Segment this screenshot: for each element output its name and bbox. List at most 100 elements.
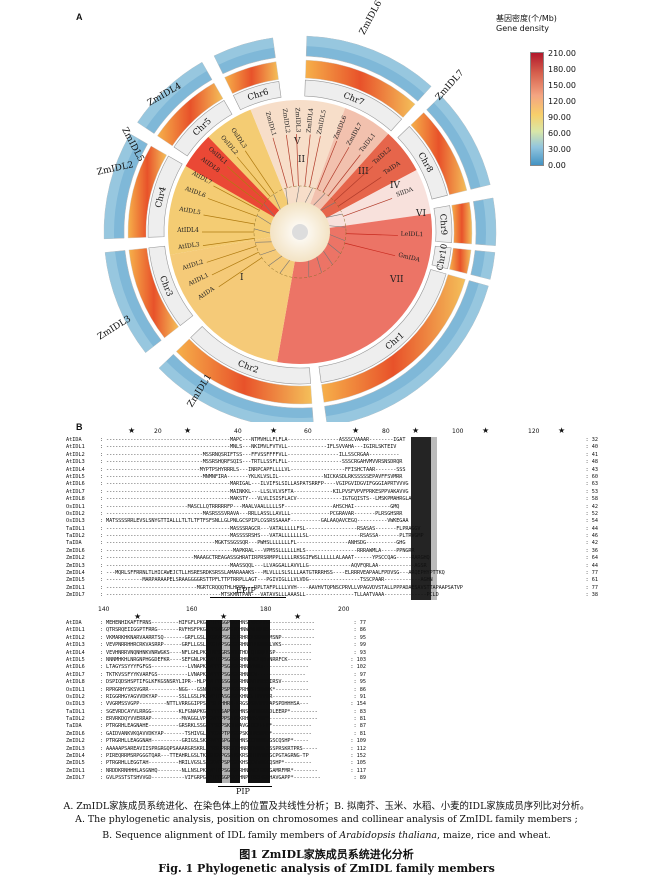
ruler-number: 20 — [154, 428, 162, 435]
sequence-name: OsIDL1 — [66, 503, 85, 510]
sequence-length: : 53 — [585, 488, 599, 495]
sequence-name: AtIDL8 — [66, 679, 85, 686]
sequence: : --------------------------------------… — [100, 481, 409, 488]
clade-sector — [277, 213, 432, 365]
sequence-length: : 87 — [353, 723, 367, 730]
sequence-name: AtIDL1 — [66, 444, 85, 451]
conserved-block — [230, 620, 240, 783]
conserved-block — [411, 437, 431, 600]
sequence-name: AtIDL3 — [66, 459, 85, 466]
sequence-name: ZmIDL2 — [66, 738, 85, 745]
alignment-row: ZmIDL1 : ------------------------------MG… — [66, 585, 598, 592]
ruler-number: 40 — [234, 428, 242, 435]
leaf-label: ZmIDL4 — [305, 108, 315, 134]
sequence-length: : 41 — [585, 451, 599, 458]
alignment-row: ZmIDL2: PTRGRHLLEAGGNAH----------GRIGSLS… — [66, 738, 366, 745]
sequence: : MEHENHIKAFTFRNS---------HIFGFLPKGVPIPP… — [100, 620, 315, 626]
sequence: : --------------------------------------… — [100, 444, 397, 451]
legend-title-en: Gene density — [496, 24, 549, 33]
tree-branch — [337, 176, 382, 207]
sequence-length: : 61 — [585, 577, 599, 584]
sequence: : PTRGRHLLEGGTAH----------HRILVGSLSKGKVP… — [100, 760, 312, 767]
chromosome-label: Chr10 — [436, 243, 451, 271]
tree-branch — [236, 156, 271, 197]
panel-b-label: B — [76, 422, 83, 432]
sequence-length: : 99 — [353, 642, 367, 649]
alignment-top: AtIDA: ---------------------------------… — [66, 437, 606, 607]
sequence: : GVLPSSTSTSHVVGD-----------VIFGRPGVPIPP… — [100, 775, 321, 782]
sequence: : --------------------------------------… — [100, 592, 439, 599]
tree-center — [292, 224, 308, 240]
sequence-length: : 91 — [353, 693, 367, 700]
alignment-row: ZmIDL4: PIREQRRMSRPGGGTQAR---TTEAHRLGSLT… — [66, 753, 366, 760]
sequence: : --------------------------------------… — [100, 562, 427, 569]
sequence: : ------------------------------MGRTCRQQ… — [100, 584, 463, 591]
sequence-name: TaIDA — [66, 540, 82, 547]
sequence-length: : 43 — [585, 466, 599, 473]
tree-branch — [203, 214, 255, 225]
ruler-number: 160 — [186, 606, 198, 613]
sequence-name: OsIDL3 — [66, 518, 85, 525]
alignment-row: ZmIDL5: PTRGRHLLEGGTAH----------HRILVGSL… — [66, 760, 366, 767]
tree-branch — [220, 174, 263, 206]
sequence-length: : 40 — [585, 444, 599, 451]
sequence: : LTAGYSSYYYFGFGS------------LVNAPKGVPPP… — [100, 664, 309, 671]
clade-sector — [309, 107, 389, 212]
sequence-name: TaIDL2 — [66, 533, 85, 540]
chromosome-6: Chr6 — [213, 37, 282, 111]
sequence-name: ZmIDL4 — [66, 570, 85, 577]
caption-cn: A. ZmIDL家族成员系统进化、在染色体上的位置及共线性分析；B. 拟南芥、玉… — [63, 801, 590, 812]
sequence-length: : 152 — [350, 753, 366, 760]
tree-branch — [272, 137, 288, 188]
sequence-name: AtIDL4 — [66, 466, 85, 473]
sequence: : MATSSSSRRLEVSLSNYGTTIALLLTLTLTFTFSFSNL… — [100, 518, 409, 525]
sequence-name: AtIDL7 — [66, 488, 85, 495]
alignment-row: AtIDL2: VKMARKHKNARVAARRTSQ-------GRFLGS… — [66, 635, 366, 642]
sequence-name: ZmIDL7 — [66, 592, 85, 599]
alignment-row: OsIDL1: ---------------------------MASCL… — [66, 504, 598, 511]
leaf-label: LeIDL1 — [401, 231, 424, 239]
legend-tick: 120.00 — [548, 97, 576, 106]
sequence: : PIREQRRMSRPGGGTQAR---TTEAHRLGSLTKGSHGV… — [100, 753, 309, 760]
sequence: : --------------------------------MNMNFI… — [100, 473, 403, 480]
group-label: III — [358, 167, 369, 177]
sequence-name: ZmIDL1 — [66, 584, 85, 591]
sequence-name: ZmIDL1 — [66, 767, 85, 774]
group-label: VII — [389, 275, 404, 285]
tree-branch — [206, 245, 257, 263]
alignment-row: ZmIDL4: ---MQRLSFFRRNLTLHICAWEJCTLLHSRES… — [66, 570, 598, 577]
tree-branch — [244, 150, 275, 195]
sequence-name: OsIDL3 — [66, 701, 85, 708]
alignment-row: AtIDL3: --------------------------------… — [66, 459, 598, 466]
sequence-length: : 60 — [585, 473, 599, 480]
ruler-number: 100 — [452, 428, 464, 435]
sequence-name: ZmIDL7 — [66, 775, 85, 782]
legend-tick: 0.00 — [548, 161, 566, 170]
clade-sector — [250, 100, 346, 207]
sequence: : --------------------------------------… — [100, 488, 409, 495]
conserved-block — [206, 620, 222, 783]
sequence-length: : 103 — [350, 656, 366, 663]
sequence: : --------------------------------------… — [100, 437, 406, 443]
alignment-row: TaIDL1: --------------------------------… — [66, 526, 598, 533]
sequence: : AAAAAPSAREAVIISPRGRGQPSAAARGRSKRLLPRSL… — [100, 745, 318, 752]
alignment-row: AtIDL7: TKTKVSSFYYKVARFGS----------LVNAP… — [66, 672, 366, 679]
chromosome-8: Chr8 — [397, 95, 491, 200]
conserved-block — [431, 437, 437, 600]
alignment-row: OsIDL2: --------------------------------… — [66, 511, 598, 518]
alignment-top-ruler: ★ 20 ★ 40 ★ 60 ★ 80 ★ 100 ★ 120 ★ — [128, 426, 566, 435]
sequence-length: : 112 — [350, 745, 366, 752]
sequence-length: : 86 — [353, 627, 367, 634]
sequence-length: : 46 — [585, 533, 599, 540]
sequence-name: AtIDL4 — [66, 649, 85, 656]
conserved-block — [248, 620, 270, 783]
sequence-length: : 77 — [353, 620, 367, 626]
sequence-length: : 105 — [350, 760, 366, 767]
sequence-length: : 97 — [353, 671, 367, 678]
alignment-row: ZmIDL2: -----------------------------MAA… — [66, 555, 598, 562]
sequence-length: : 89 — [353, 775, 367, 782]
legend-tick: 180.00 — [548, 65, 576, 74]
alignment-row: AtIDL1: QTRSRQEIIGGPTFRRG-------RVFHSFPK… — [66, 627, 366, 634]
alignment-row: AtIDL1 : --------------------------------… — [66, 444, 598, 451]
pip-bracket — [218, 786, 272, 787]
